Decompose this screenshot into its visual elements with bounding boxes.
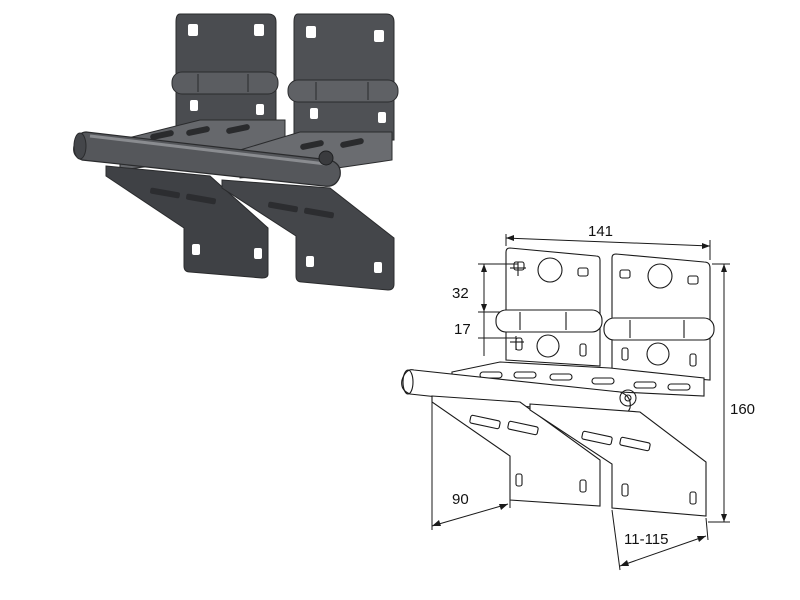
drawing-right-lower-bracket <box>529 403 707 517</box>
tube-end-left <box>73 132 87 160</box>
dim-label-160: 160 <box>730 401 755 418</box>
dimension-lines <box>431 234 730 571</box>
lower-bracket-holes <box>192 244 382 273</box>
dim-line-adjust <box>619 535 707 567</box>
drawing-lower-slots <box>469 414 651 452</box>
bracket-drawing <box>401 247 715 517</box>
drawing-left-knuckle <box>495 309 603 333</box>
dim-label-17: 17 <box>454 321 471 338</box>
right-upper-plate <box>293 13 395 141</box>
dim-label-adjust: 11-115 <box>624 531 668 548</box>
drawing-left-upper-plate <box>505 247 601 367</box>
dim-line-141 <box>505 237 711 247</box>
dim-line-90 <box>431 503 509 527</box>
drawing-right-knuckle <box>603 317 715 341</box>
right-lower-bracket <box>221 179 395 291</box>
drawing-tube-nut <box>619 389 637 407</box>
dim-label-141: 141 <box>588 223 613 240</box>
right-hinge-knuckle <box>287 79 399 103</box>
dim-label-32: 32 <box>452 285 469 302</box>
bracket-photo <box>73 13 399 291</box>
left-lower-bracket <box>105 165 269 279</box>
left-hinge-knuckle <box>171 71 279 95</box>
drawing-right-upper-plate <box>611 253 711 381</box>
tube-nut <box>318 150 334 166</box>
slot-cutouts <box>150 124 364 150</box>
lower-bracket-slots <box>150 187 334 219</box>
upper-plate-holes <box>188 24 386 123</box>
drawing-slot-cutouts <box>479 371 691 391</box>
dim-label-90: 90 <box>452 491 469 508</box>
